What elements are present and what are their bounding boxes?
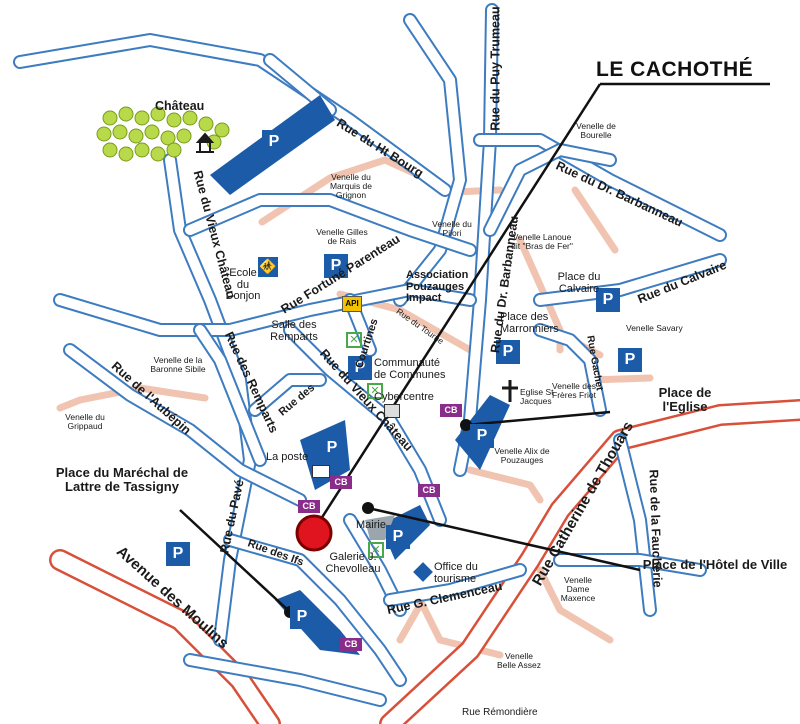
lane-label: Venelle du Marquis de Grignon	[329, 172, 373, 200]
cb-badge: CB	[440, 404, 462, 417]
community-hall-icon: ✕	[346, 332, 362, 348]
eglise-point	[460, 419, 472, 431]
parking-sign: P	[320, 436, 344, 460]
lane-label: Venelle Gilles de Rais	[316, 227, 368, 246]
parking-sign: P	[166, 542, 190, 566]
calvaire-place-label: Place du Calvaire	[557, 271, 601, 295]
parking-sign: P	[596, 288, 620, 312]
parking-sign: P	[262, 130, 286, 154]
school-icon: 🚸	[258, 257, 278, 277]
lane-label: Venelle Belle Assez	[497, 651, 541, 670]
church-icon	[502, 380, 518, 402]
lane-label: Venelle de la Baronne Sibile	[150, 355, 206, 374]
marronniers-label: Place des Marronniers	[500, 311, 559, 335]
eglise-small-label: Eglise St Jacques	[520, 387, 554, 406]
eglise-callout: Place de l'Eglise	[658, 385, 712, 414]
parking-sign: P	[470, 424, 494, 448]
chateau-greenery	[96, 106, 230, 162]
parking-sign: P	[324, 254, 348, 278]
cybercentre-label: Cybercentre	[374, 391, 434, 403]
ecole-label: Ecole du Donjon	[225, 267, 261, 303]
lane-label: Venelle Savary	[626, 323, 683, 333]
lane-label: Venelle Lanoue dit "Bras de Fer"	[511, 232, 573, 251]
lane-label: Venelle Alix de Pouzauges	[494, 446, 550, 465]
association-label: Association Pouzauges Impact	[406, 269, 469, 305]
communaute-label: Communauté de Communes	[374, 357, 446, 381]
lane-label: Venelle de Bourelle	[576, 121, 616, 140]
castle-icon	[195, 132, 215, 153]
poste-label: La poste	[266, 451, 309, 463]
parking-sign: P	[290, 605, 314, 629]
public-building-icon: ✕	[367, 383, 383, 399]
api-logo: API	[342, 296, 362, 312]
street-label: Rue Rémondière	[462, 707, 538, 718]
parking-sign: P	[348, 356, 372, 380]
cb-badge: CB	[340, 638, 362, 651]
parking-sign: P	[386, 525, 410, 549]
hotel-point	[362, 502, 374, 514]
hotel-de-ville-callout: Place de l'Hôtel de Ville	[642, 557, 788, 572]
chateau-label: Château	[155, 99, 205, 113]
cachothe-location-marker	[295, 514, 333, 552]
lane-label: Venelle du Pilori	[432, 219, 472, 238]
map-title: LE CACHOTHÉ	[596, 58, 754, 81]
mairie-label: Mairie	[356, 519, 386, 531]
main-roads	[49, 399, 800, 724]
cb-badge: CB	[330, 476, 352, 489]
salle-label: Salle des Remparts	[270, 319, 318, 343]
street-label: Rue du Puy Trumeau	[488, 6, 503, 131]
parking-sign: P	[618, 348, 642, 372]
parking-sign: P	[496, 340, 520, 364]
galerie-label: Galerie J. Chevolleau	[325, 551, 381, 575]
post-office-icon	[312, 465, 330, 478]
office-label: Office du tourisme	[434, 561, 478, 585]
cb-badge: CB	[418, 484, 440, 497]
cb-badge: CB	[298, 500, 320, 513]
lane-label: Venelle Dame Maxence	[560, 575, 596, 603]
callout-lines	[179, 82, 770, 613]
lane-label: Venelle des Frères Friot	[552, 381, 596, 400]
computer-icon	[384, 404, 400, 418]
marechal-callout: Place du Maréchal de Lattre de Tassigny	[55, 465, 189, 494]
lane-label: Venelle du Grippaud	[65, 412, 105, 431]
gallery-icon: ✕	[368, 542, 384, 558]
